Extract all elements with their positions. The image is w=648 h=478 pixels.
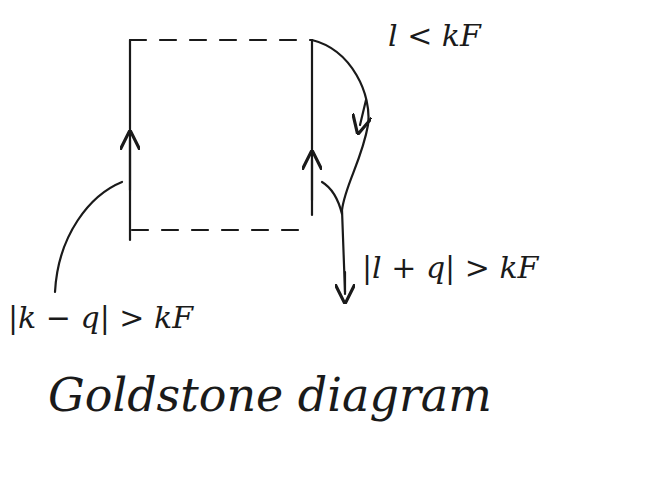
hole-arrow [360,100,366,125]
interaction-line [130,39,312,41]
hole-line [312,40,369,292]
leader-line [322,182,342,214]
label-anchor: Goldstone diagram [48,368,492,422]
momentum-label: |k − q| > kF [8,300,193,335]
particle-arrow [311,160,313,200]
diagram-caption: Goldstone diagram [48,368,492,422]
label-anchor: |l + q| > kF [362,250,538,285]
interaction-line [132,229,310,231]
leader-line [55,182,122,292]
particle-line [311,40,313,215]
momentum-label: |l + q| > kF [362,250,538,285]
particle-arrow [129,140,131,190]
momentum-label: l < kF [388,18,481,53]
label-anchor: |k − q| > kF [8,300,193,335]
particle-line [129,40,131,240]
hole-arrow [344,272,346,294]
label-anchor: l < kF [388,18,481,53]
